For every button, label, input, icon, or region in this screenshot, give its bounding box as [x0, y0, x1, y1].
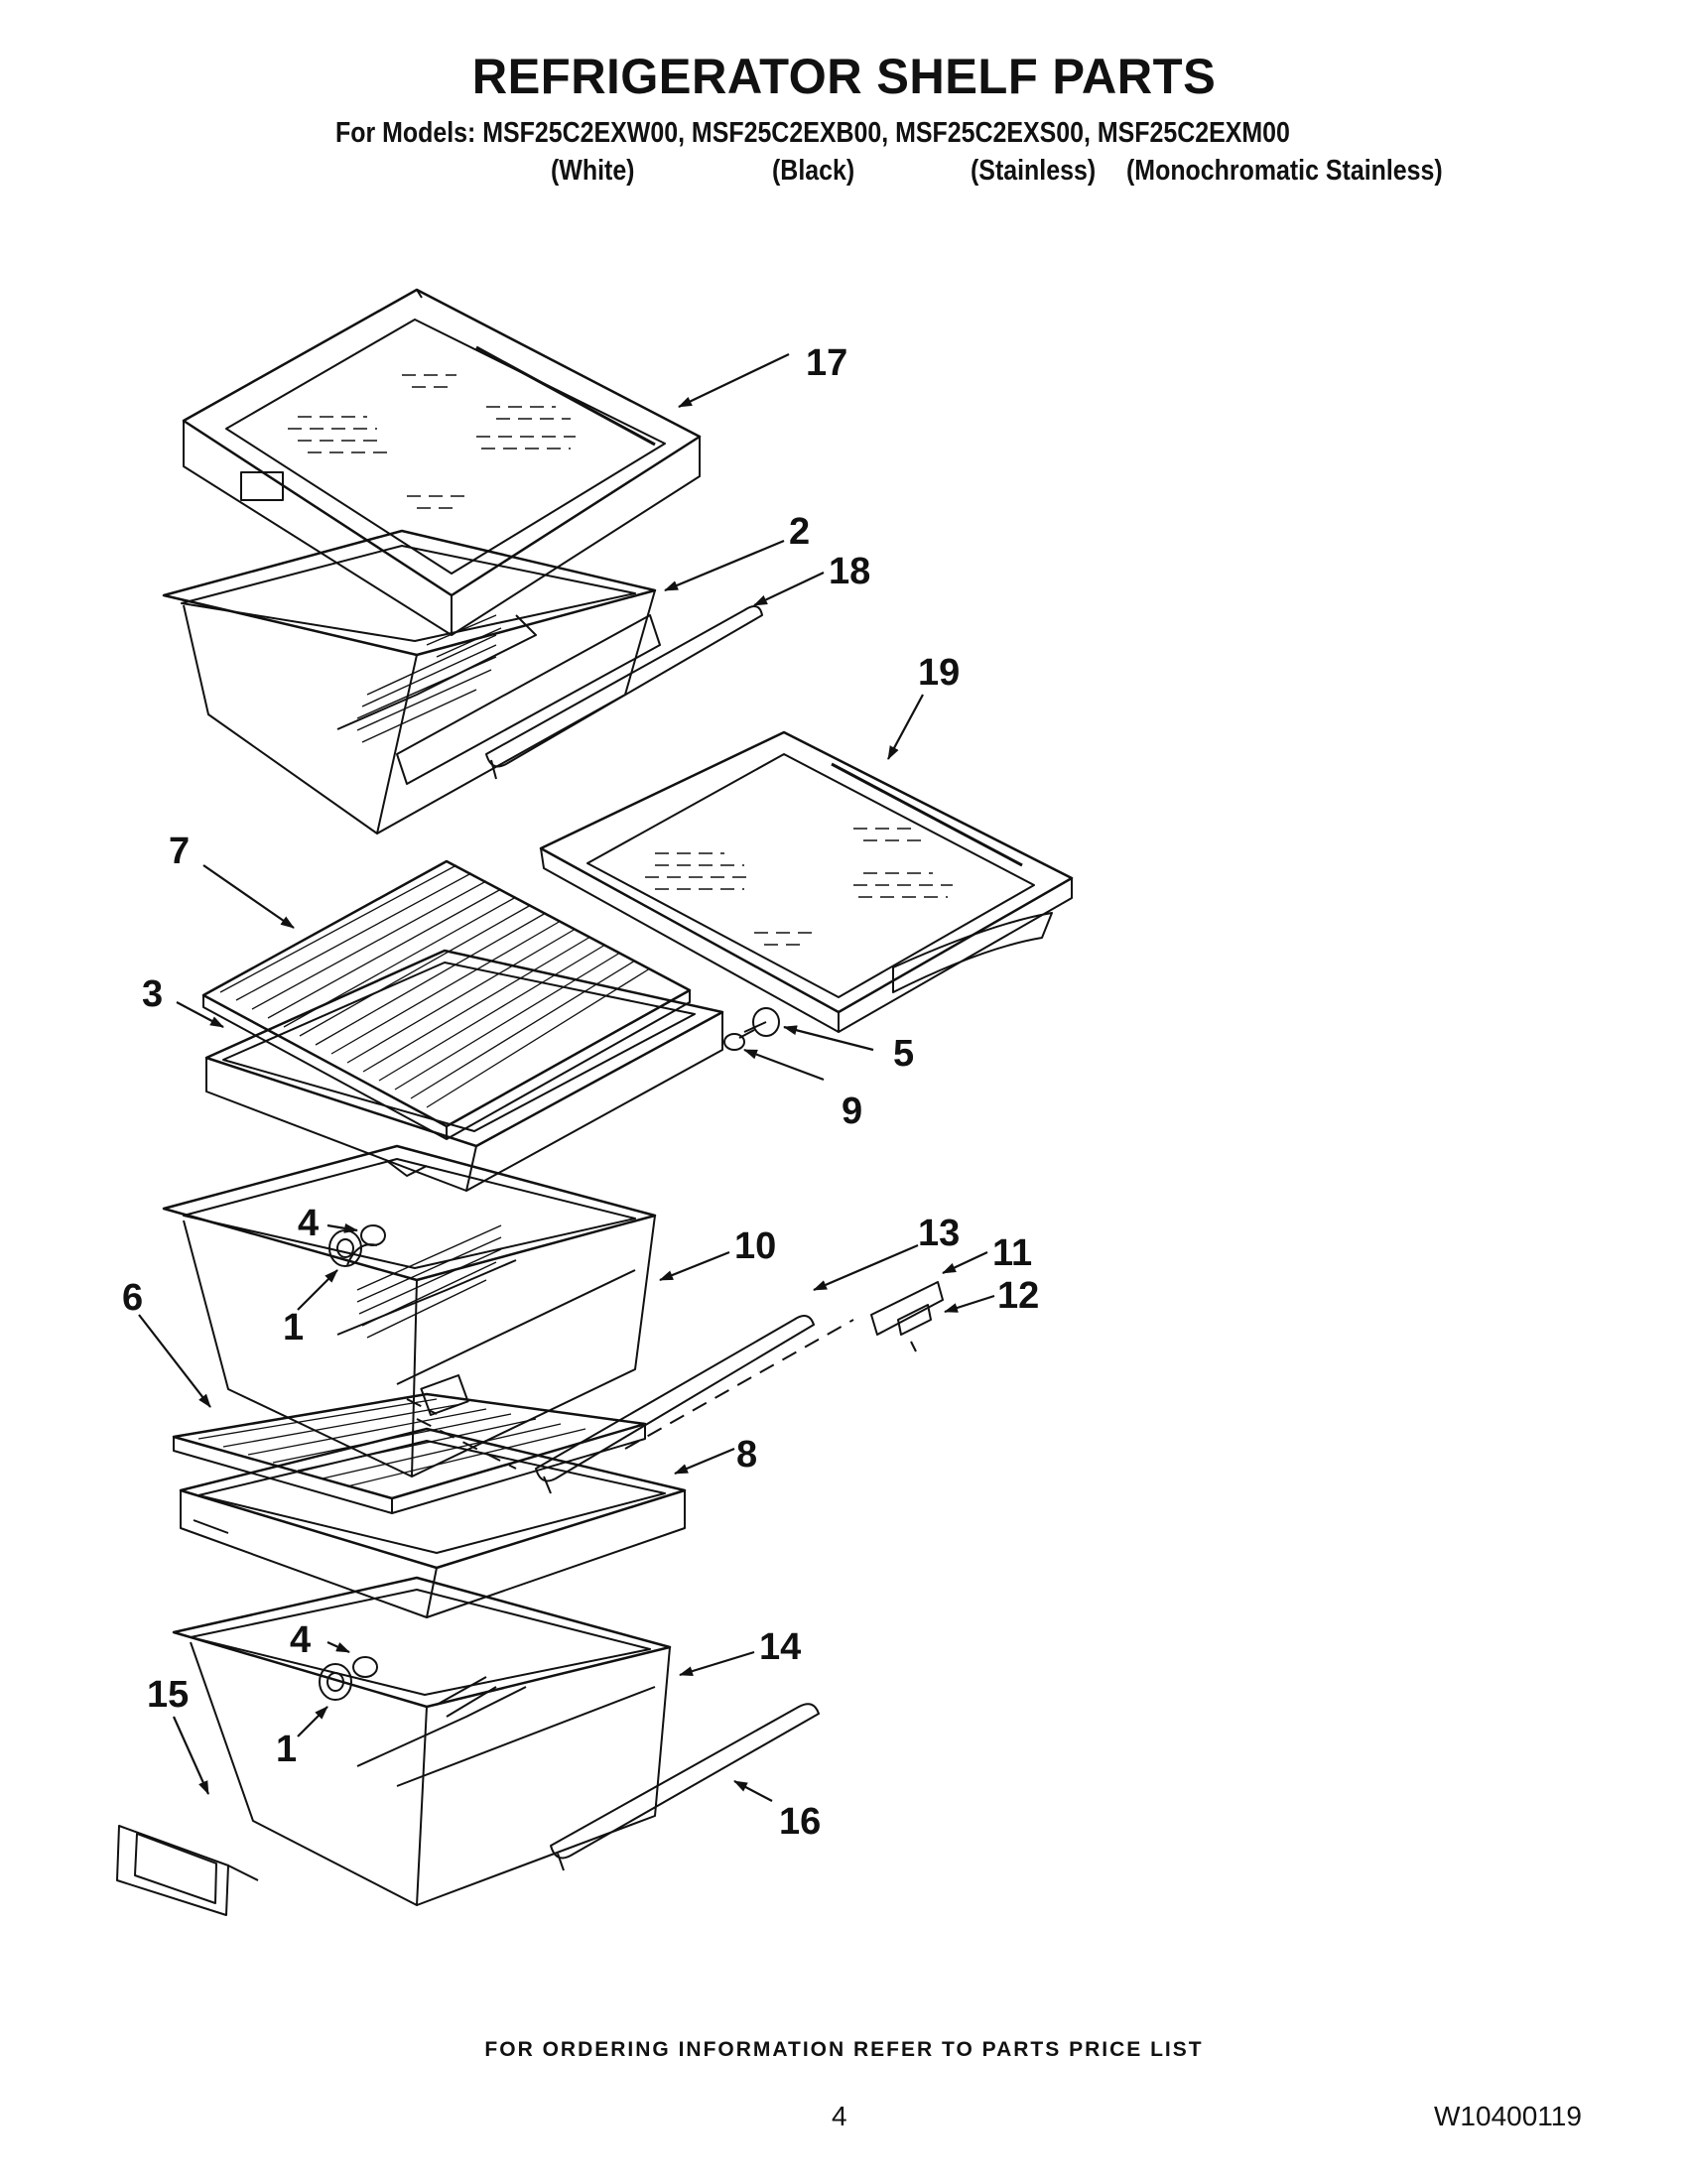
- ordering-note: FOR ORDERING INFORMATION REFER TO PARTS …: [484, 2038, 1204, 2061]
- callout-15: 15: [147, 1674, 189, 1716]
- leader-1-lower: [297, 1706, 328, 1737]
- leader-13: [813, 1243, 919, 1292]
- callout-9: 9: [842, 1091, 862, 1132]
- callout-12: 12: [997, 1275, 1039, 1317]
- leader-2: [664, 539, 785, 592]
- callout-1-lower: 1: [276, 1729, 297, 1770]
- leader-15: [172, 1716, 210, 1795]
- crisper-frame-part-8: [179, 1427, 687, 1618]
- leader-19: [887, 694, 924, 760]
- leader-7: [202, 864, 295, 929]
- callout-14: 14: [759, 1626, 801, 1668]
- variant-white: (White): [551, 155, 635, 187]
- leader-4-upper: [326, 1222, 358, 1233]
- variant-black: (Black): [772, 155, 855, 187]
- leader-16: [733, 1780, 773, 1802]
- leader-3: [176, 1001, 224, 1028]
- variant-monochromatic-stainless: (Monochromatic Stainless): [1126, 155, 1443, 187]
- callout-16: 16: [779, 1801, 821, 1843]
- variant-stainless: (Stainless): [971, 155, 1097, 187]
- drawer-trim-part-13: [535, 1315, 815, 1494]
- crisper-frame-part-3: [204, 949, 724, 1192]
- leader-5: [783, 1025, 874, 1052]
- callout-13: 13: [918, 1213, 960, 1254]
- callout-10: 10: [734, 1225, 776, 1267]
- glass-shelf-part-19: [539, 730, 1074, 1033]
- leader-4-lower: [326, 1640, 350, 1654]
- callout-2: 2: [789, 511, 810, 553]
- leader-11: [942, 1251, 988, 1274]
- callout-1-upper: 1: [283, 1307, 304, 1349]
- callout-4-upper: 4: [298, 1203, 319, 1244]
- leader-18: [753, 572, 825, 606]
- label-part-15: [116, 1825, 259, 1916]
- leader-1-upper: [297, 1269, 338, 1311]
- leader-17: [678, 353, 790, 408]
- callout-7: 7: [169, 831, 190, 872]
- callout-5: 5: [893, 1033, 914, 1075]
- callout-11: 11: [992, 1232, 1032, 1274]
- callout-8: 8: [736, 1434, 757, 1476]
- shelf-support-parts-5-9: [723, 1007, 780, 1051]
- bottom-crisper-drawer-part-14: [172, 1576, 672, 1906]
- drawer-wheel-part-4-1-lower: [319, 1656, 378, 1701]
- callout-3: 3: [142, 973, 163, 1015]
- drawer-trim-part-18: [485, 605, 763, 780]
- callout-18: 18: [829, 551, 870, 592]
- top-glass-shelf-part-17: [182, 288, 702, 636]
- callout-4-lower: 4: [290, 1619, 311, 1661]
- page-number: 4: [832, 2101, 847, 2131]
- leader-9: [743, 1048, 825, 1082]
- crisper-cover-part-7: [201, 859, 692, 1140]
- leader-14: [679, 1650, 755, 1677]
- drawer-wheel-part-4-1-upper: [328, 1224, 386, 1267]
- callout-17: 17: [806, 342, 847, 384]
- leader-8: [674, 1447, 735, 1476]
- callout-19: 19: [918, 652, 960, 694]
- drawer-trim-part-16: [550, 1703, 820, 1871]
- callout-6: 6: [122, 1277, 143, 1319]
- page-title: REFRIGERATOR SHELF PARTS: [471, 49, 1217, 104]
- crisper-cover-part-6: [172, 1392, 647, 1514]
- top-crisper-drawer-part-2: [162, 529, 661, 835]
- leader-10: [659, 1250, 730, 1282]
- models-line: For Models: MSF25C2EXW00, MSF25C2EXB00, …: [335, 117, 1290, 149]
- leader-6: [138, 1314, 211, 1408]
- label-holder-parts-11-12: [870, 1281, 944, 1352]
- leader-12: [944, 1294, 995, 1314]
- document-number: W10400119: [1434, 2101, 1582, 2131]
